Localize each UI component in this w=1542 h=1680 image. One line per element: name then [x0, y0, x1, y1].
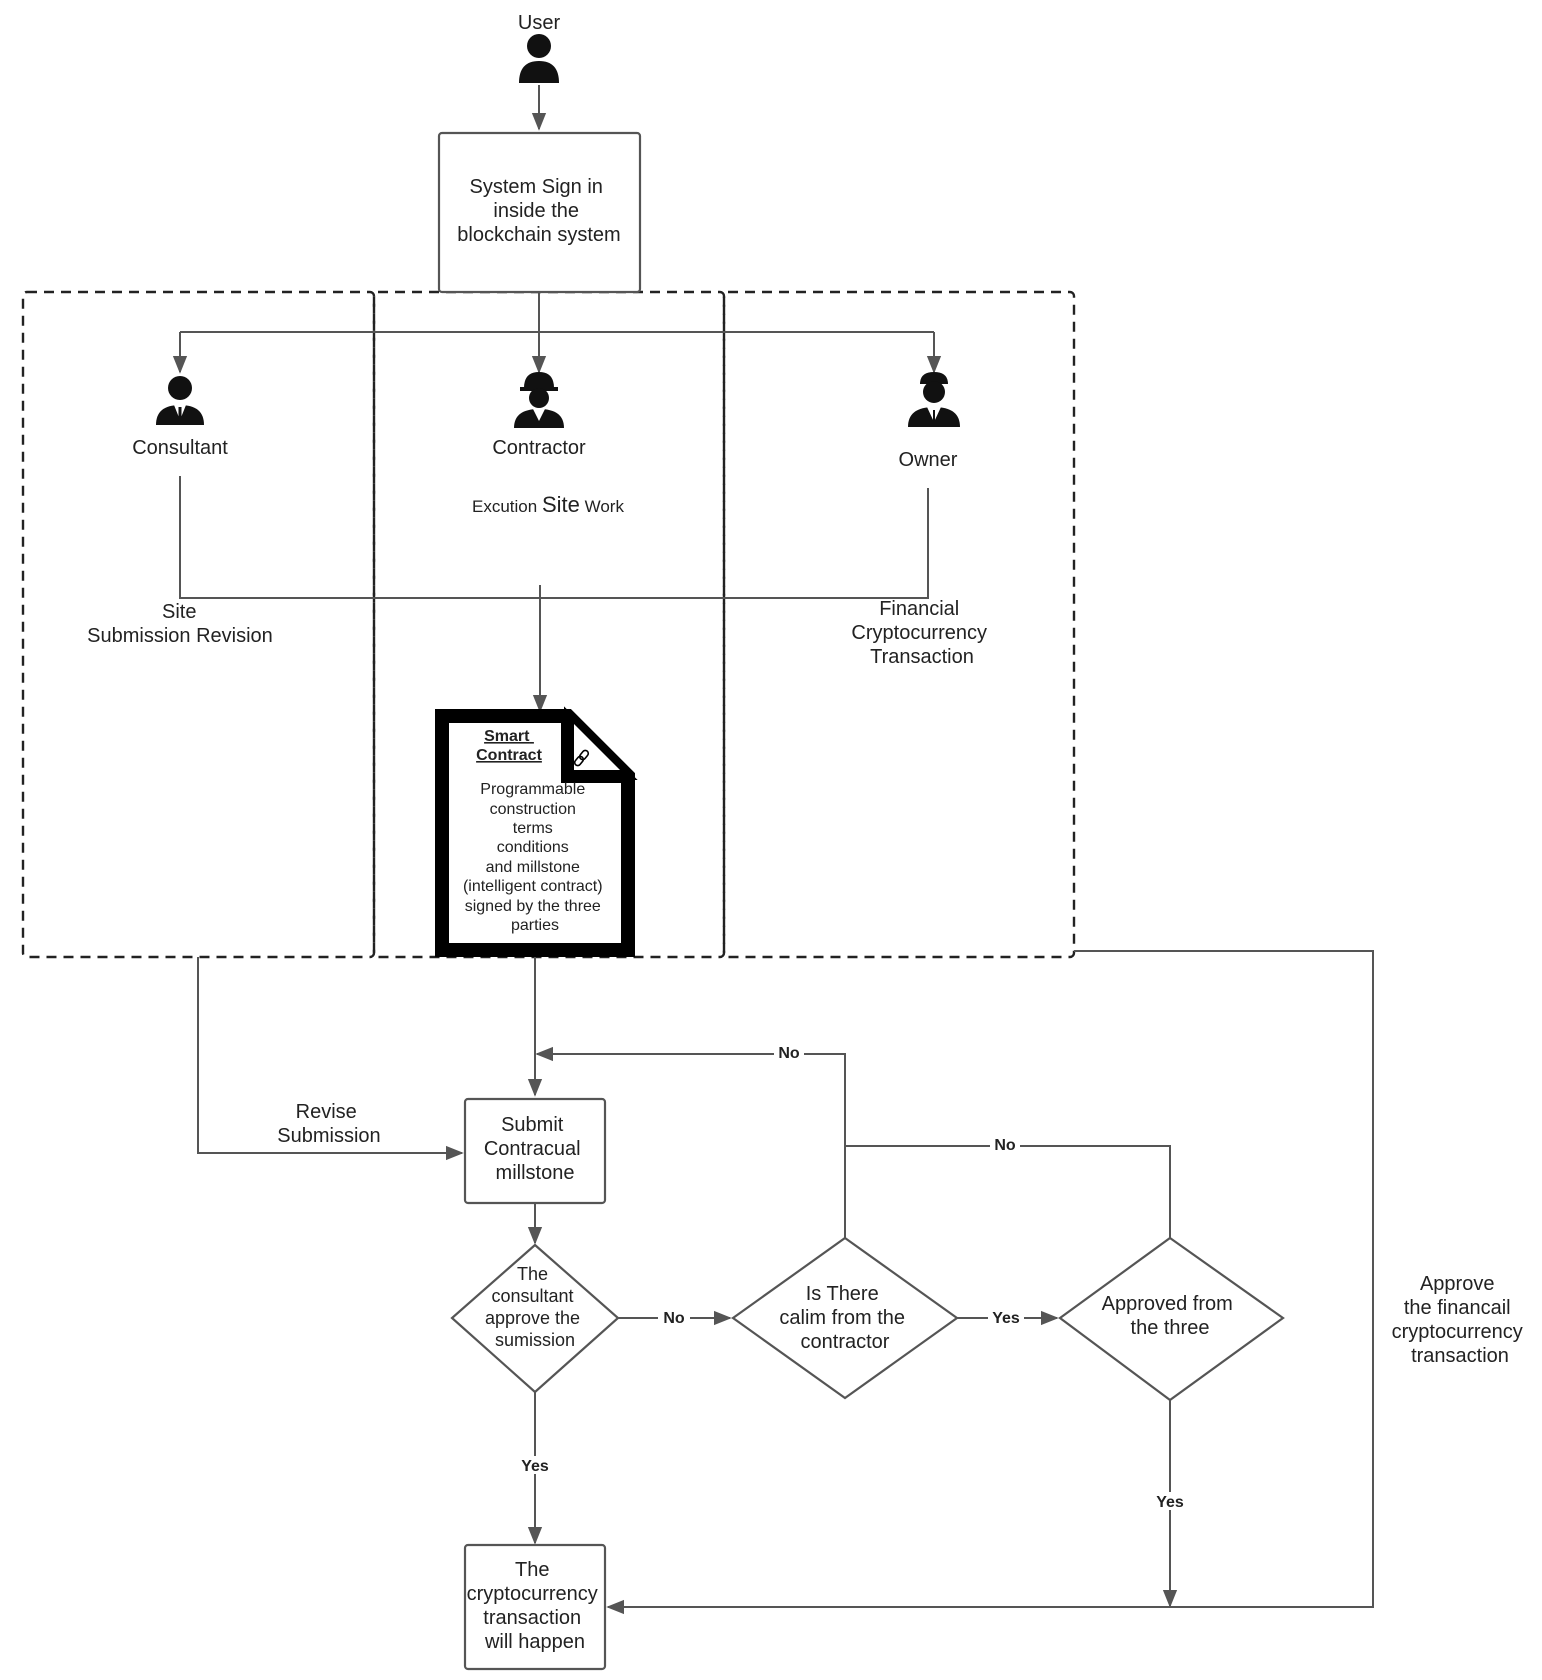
consultant-label: Consultant [132, 437, 228, 459]
execution-site-work: Excution Site Work [472, 492, 624, 517]
edge-consultant-owner-link [179, 476, 929, 599]
edge-label-no-approve: No [663, 1310, 685, 1327]
edge-label-yes-three: Yes [1156, 1494, 1184, 1511]
edge-claim-no-loop [535, 1046, 846, 1238]
consultant-lane [21, 290, 376, 959]
link-icon [573, 749, 590, 767]
edge-label-no-three: No [994, 1137, 1016, 1154]
edge-three-no-loop [845, 1145, 1171, 1238]
site-submission-label: Site Submission Revision [87, 601, 273, 647]
signin-text: System Sign in inside the blockchain sys… [457, 176, 620, 246]
smart-contract-title: Smart Contract [476, 728, 542, 764]
approved-three-text: Approved from the three [1102, 1293, 1239, 1339]
edge-label-yes-claim: Yes [992, 1310, 1020, 1327]
edge-label-no-claim: No [778, 1045, 800, 1062]
consultant-icon [156, 376, 204, 425]
edge-revise-submission [197, 957, 464, 1161]
claim-contractor-decision [731, 1236, 959, 1400]
contractor-label: Contractor [492, 437, 586, 459]
owner-lane [722, 290, 1076, 959]
signin-box [437, 131, 642, 294]
transaction-text: The cryptocurrency transaction will happ… [467, 1559, 604, 1653]
revise-submission-label: Revise Submission [277, 1101, 380, 1147]
user-icon [519, 34, 559, 83]
financial-transaction-label: Financial Cryptocurrency Transaction [851, 598, 992, 668]
transaction-box [463, 1543, 607, 1671]
edge-approve-financial [606, 950, 1374, 1615]
owner-label: Owner [899, 449, 958, 471]
edge-label-yes-approve: Yes [521, 1458, 549, 1475]
contractor-icon [514, 372, 564, 428]
submit-milestone-box [463, 1097, 607, 1205]
approved-three-decision [1058, 1236, 1285, 1402]
approve-financial-label: Approve the financail cryptocurrency tra… [1392, 1273, 1529, 1367]
claim-contractor-text: Is There calim from the contractor [779, 1283, 910, 1353]
owner-icon [908, 372, 960, 427]
user-label: User [518, 12, 561, 34]
consultant-approve-text: The consultant approve the sumission [485, 1264, 585, 1350]
submit-milestone-text: Submit Contracual millstone [484, 1114, 586, 1184]
consultant-approve-decision [450, 1243, 620, 1394]
smart-contract-body: Programmable construction terms conditio… [463, 781, 607, 934]
